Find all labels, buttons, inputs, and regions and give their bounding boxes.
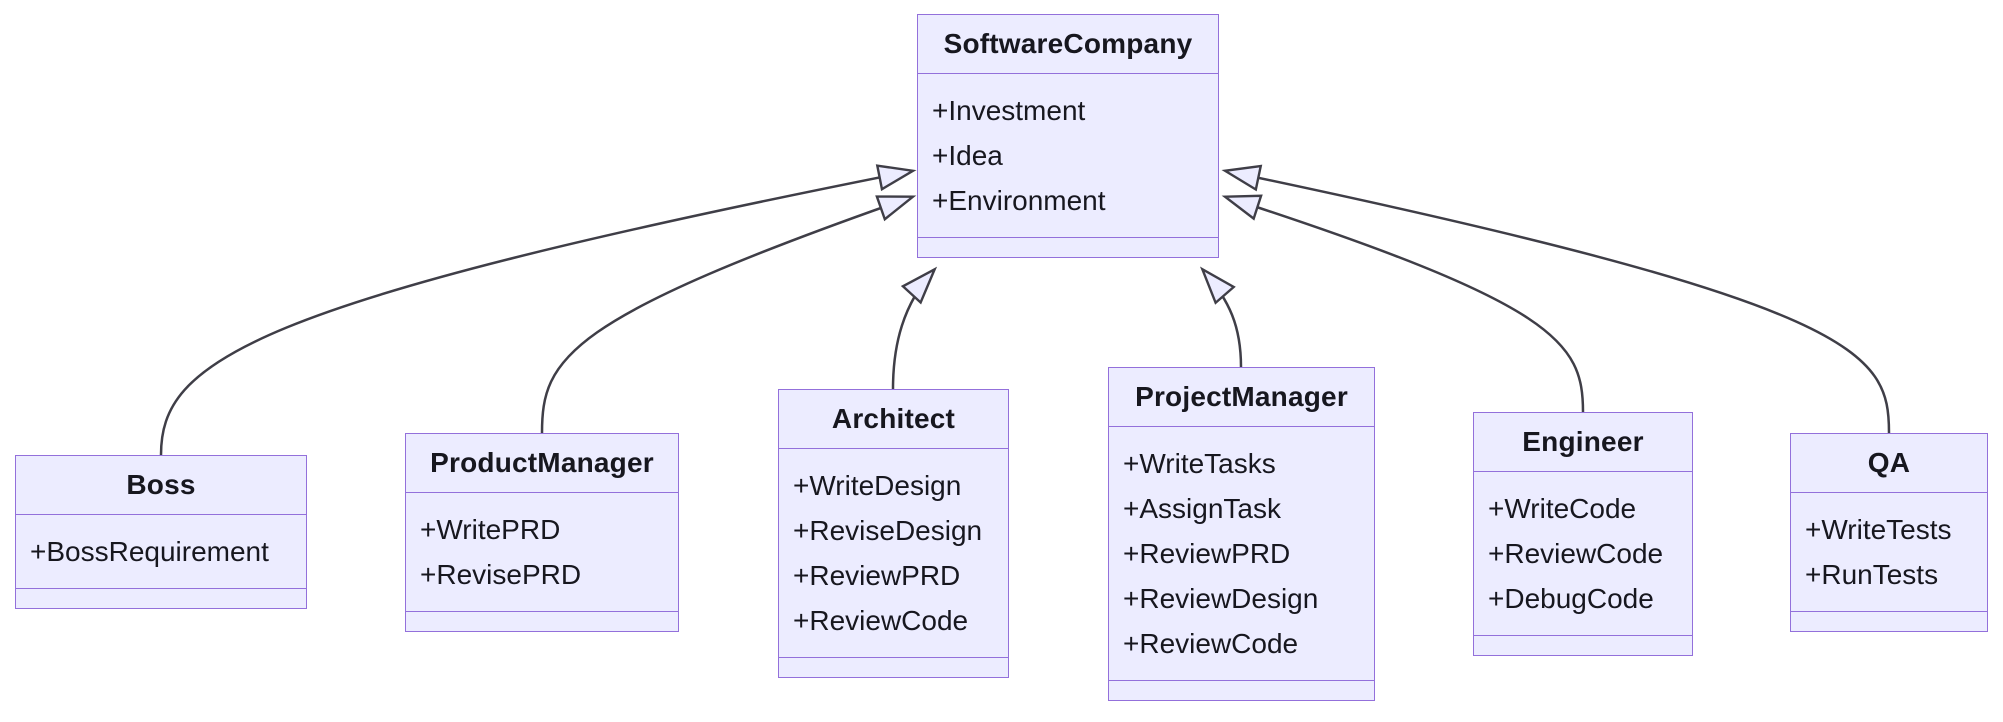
class-attribute: +ReviewDesign (1123, 583, 1319, 614)
edge-architect-to-softwarecompany (891, 266, 938, 390)
class-attributes: +Investment +Idea +Environment (918, 74, 1218, 238)
class-attributes: +WriteCode +ReviewCode +DebugCode (1474, 472, 1692, 636)
class-attribute: +ReviewPRD (793, 560, 961, 591)
class-attribute: +Investment (932, 95, 1086, 126)
class-title: Architect (779, 390, 1008, 449)
class-methods-empty (406, 612, 678, 631)
class-box-softwarecompany: SoftwareCompany +Investment +Idea +Envir… (917, 14, 1219, 258)
class-attribute: +AssignTask (1123, 493, 1281, 524)
class-attribute: +RunTests (1805, 559, 1939, 590)
class-attribute: +WriteCode (1488, 493, 1637, 524)
class-title: Boss (16, 456, 306, 515)
class-attributes: +WriteDesign +ReviseDesign +ReviewPRD +R… (779, 449, 1008, 658)
edge-productmanager-to-softwarecompany (540, 195, 917, 434)
edge-qa-to-softwarecompany (1221, 164, 1891, 434)
class-title: ProjectManager (1109, 368, 1374, 427)
class-attribute: +ReviseDesign (793, 515, 983, 546)
edge-projectmanager-to-softwarecompany (1199, 266, 1243, 368)
class-methods-empty (1474, 636, 1692, 655)
edge-boss-to-softwarecompany (159, 164, 917, 456)
class-attribute: +Environment (932, 185, 1106, 216)
class-attribute: +ReviewCode (1123, 628, 1299, 659)
class-box-projectmanager: ProjectManager +WriteTasks +AssignTask +… (1108, 367, 1375, 701)
class-box-qa: QA +WriteTests +RunTests (1790, 433, 1988, 632)
class-attribute: +BossRequirement (30, 536, 269, 567)
class-attribute: +WriteTests (1805, 514, 1952, 545)
class-attribute: +Idea (932, 140, 1003, 171)
class-attribute: +WritePRD (420, 514, 561, 545)
class-title: Engineer (1474, 413, 1692, 472)
class-attribute: +ReviewCode (793, 605, 969, 636)
class-title: QA (1791, 434, 1987, 493)
class-methods-empty (1109, 681, 1374, 700)
class-methods-empty (16, 589, 306, 608)
class-attribute: +RevisePRD (420, 559, 582, 590)
class-attributes: +BossRequirement (16, 515, 306, 589)
class-attributes: +WriteTests +RunTests (1791, 493, 1987, 612)
class-attribute: +DebugCode (1488, 583, 1654, 614)
class-methods-empty (918, 238, 1218, 257)
class-attribute: +ReviewCode (1488, 538, 1664, 569)
class-attribute: +WriteDesign (793, 470, 962, 501)
class-box-productmanager: ProductManager +WritePRD +RevisePRD (405, 433, 679, 632)
class-methods-empty (779, 658, 1008, 677)
class-box-architect: Architect +WriteDesign +ReviseDesign +Re… (778, 389, 1009, 678)
class-attributes: +WritePRD +RevisePRD (406, 493, 678, 612)
class-box-engineer: Engineer +WriteCode +ReviewCode +DebugCo… (1473, 412, 1693, 656)
class-methods-empty (1791, 612, 1987, 631)
class-title: SoftwareCompany (918, 15, 1218, 74)
edge-engineer-to-softwarecompany (1221, 194, 1585, 413)
class-attribute: +WriteTasks (1123, 448, 1276, 479)
class-attributes: +WriteTasks +AssignTask +ReviewPRD +Revi… (1109, 427, 1374, 681)
class-title: ProductManager (406, 434, 678, 493)
class-box-boss: Boss +BossRequirement (15, 455, 307, 609)
class-attribute: +ReviewPRD (1123, 538, 1291, 569)
